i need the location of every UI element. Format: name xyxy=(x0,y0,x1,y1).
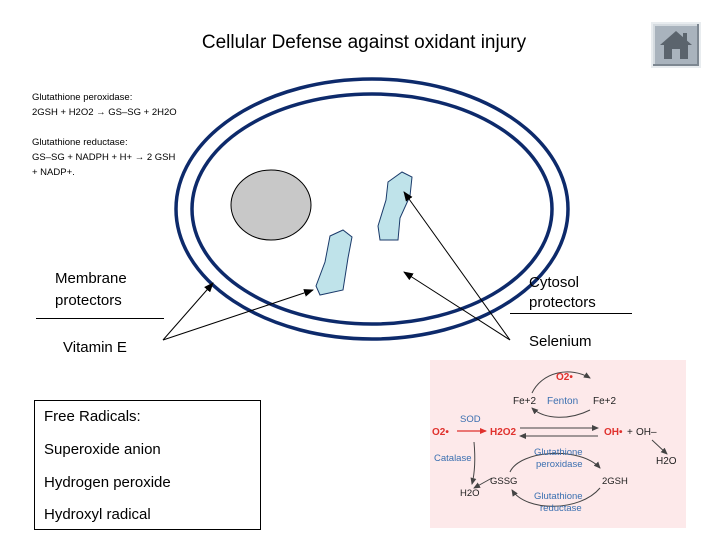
catalase-arrow xyxy=(470,441,477,485)
gsh-cycle-top xyxy=(509,452,601,473)
gpx-label-line2: peroxidase xyxy=(536,459,582,470)
list-item: Superoxide anion xyxy=(44,441,161,458)
oh-minus-label: OH– xyxy=(636,427,657,438)
home-icon xyxy=(660,31,692,59)
o2-radical-left: O2• xyxy=(432,427,449,438)
selenium-label: Selenium xyxy=(529,333,592,350)
gr-label-line2: reductase xyxy=(540,503,582,514)
gssg-to-water-arrow xyxy=(473,477,493,489)
equations-block: Glutathione peroxidase: 2GSH + H2O2 → GS… xyxy=(32,90,182,180)
fe3-label: Fe+2 xyxy=(593,396,617,407)
gpx-label-line1: Glutathione xyxy=(534,447,583,458)
sod-label: SOD xyxy=(460,414,481,425)
peroxidase-reaction: 2GSH + H2O2 → GS–SG + 2H2O xyxy=(32,107,177,118)
fenton-label: Fenton xyxy=(547,396,578,407)
plus-sign: + xyxy=(627,427,633,438)
cytosol-protectors-line1: Cytosol xyxy=(529,274,580,291)
organelle-lower xyxy=(315,229,353,296)
arrow-selenium-organelle xyxy=(403,191,511,341)
gssg-label: GSSG xyxy=(490,476,517,487)
home-button[interactable] xyxy=(651,22,701,68)
ros-pathway-figure: O2• Fe+2 Fenton Fe+2 SOD O2• H2O2 OH• + … xyxy=(430,360,686,528)
page-title: Cellular Defense against oxidant injury xyxy=(201,32,527,53)
oh-radical-label: OH• xyxy=(604,427,623,438)
free-radicals-heading: Free Radicals: xyxy=(44,408,141,425)
free-radicals-box: Free Radicals: Superoxide anion Hydrogen… xyxy=(34,400,261,530)
arrow-vitamin-e-membrane xyxy=(162,282,214,341)
catalase-label: Catalase xyxy=(434,453,472,464)
membrane-protectors-line2: protectors xyxy=(55,292,122,309)
fenton-arc-top xyxy=(531,371,591,394)
divider-left xyxy=(36,318,164,319)
outer-membrane xyxy=(174,77,570,341)
vitamin-e-label: Vitamin E xyxy=(63,339,127,356)
gr-label-line1: Glutathione xyxy=(534,491,583,502)
h2o2-label: H2O2 xyxy=(490,427,517,438)
divider-right xyxy=(510,313,632,314)
inner-membrane xyxy=(190,92,554,326)
oh-to-water-arrow xyxy=(651,439,668,455)
cytosol-protectors-line2: protectors xyxy=(529,294,596,311)
list-item: Hydrogen peroxide xyxy=(44,474,171,491)
arrow-selenium-cytosol xyxy=(403,271,511,341)
water-right-label: H2O xyxy=(656,456,677,467)
fe2-label: Fe+2 xyxy=(513,396,537,407)
membrane-protectors-line1: Membrane xyxy=(55,270,127,287)
water-left-label: H2O xyxy=(460,488,480,499)
reductase-reaction: GS–SG + NADPH + H+ → 2 GSH + NADP+. xyxy=(32,152,178,178)
nucleus xyxy=(230,169,312,241)
list-item: Hydroxyl radical xyxy=(44,506,151,523)
reductase-heading: Glutathione reductase: xyxy=(32,137,128,148)
organelle-upper xyxy=(377,171,413,241)
fenton-arc-bottom xyxy=(531,407,591,418)
ros-pathway-svg: O2• Fe+2 Fenton Fe+2 SOD O2• H2O2 OH• + … xyxy=(432,371,677,514)
arrow-vitamin-e-organelle xyxy=(162,289,314,341)
o2-radical-top: O2• xyxy=(556,372,573,383)
peroxidase-heading: Glutathione peroxidase: xyxy=(32,92,133,103)
gsh-cycle-bottom xyxy=(511,487,601,507)
gsh2-label: 2GSH xyxy=(602,476,628,487)
